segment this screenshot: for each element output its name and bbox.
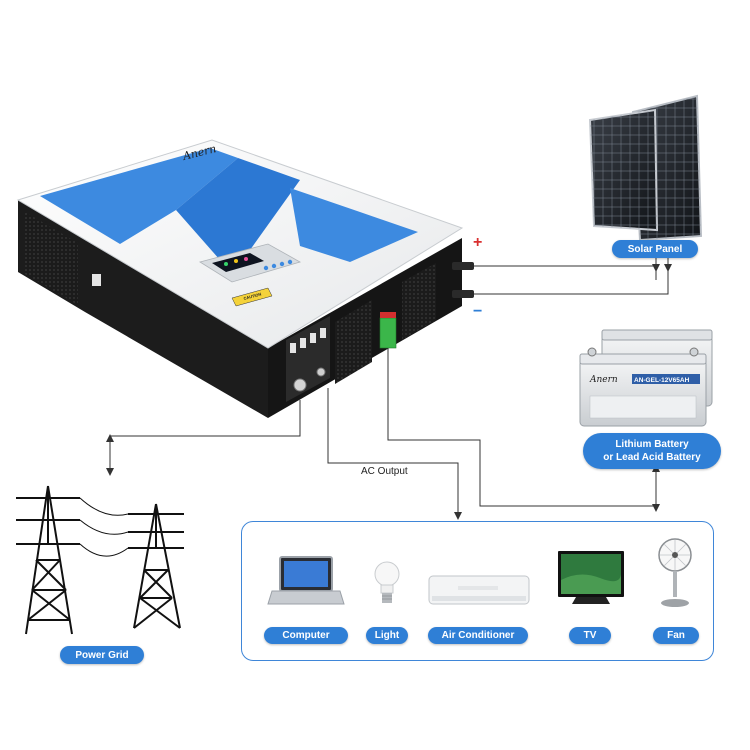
- battery-terminal-red: [380, 312, 396, 318]
- minus-sign: −: [473, 303, 482, 320]
- appliance-label-tv: TV: [569, 627, 611, 644]
- side-vent: [25, 212, 78, 305]
- battery-model-strip: [632, 374, 700, 384]
- control-buttons: [263, 259, 293, 271]
- appliance-label-air-conditioner: Air Conditioner: [428, 627, 528, 644]
- battery-front-lid: [579, 353, 707, 365]
- battery-label-line2: or Lead Acid Battery: [603, 452, 701, 463]
- blue-stripe-mid: [176, 158, 300, 260]
- battery-label-area: [589, 395, 697, 419]
- ac-output-line: [327, 388, 459, 514]
- side-label: [92, 274, 101, 286]
- appliance-label-light: Light: [366, 627, 408, 644]
- battery-brand-text: Anern: [589, 375, 618, 385]
- blue-stripe-left: [40, 148, 238, 244]
- terminal-2: [300, 338, 306, 348]
- terminal-3: [310, 333, 316, 343]
- control-button-1[interactable]: [263, 265, 269, 271]
- inverter-left-side: [18, 200, 268, 418]
- solar-panels-illustration: [588, 94, 703, 242]
- battery-terminal-left: [587, 347, 597, 357]
- reset-knob[interactable]: [316, 367, 326, 377]
- power-grid-label: Power Grid: [60, 646, 144, 664]
- tv-icon: [558, 551, 624, 604]
- appliance-illustrations: [267, 538, 692, 607]
- power-lines: [79, 497, 129, 557]
- power-tower-left: [16, 485, 80, 635]
- lcd-indicator-pink: [244, 257, 248, 261]
- terminal-screws: [290, 328, 326, 353]
- appliance-label-tv-text: TV: [583, 630, 597, 641]
- battery-terminal-right: [689, 347, 699, 357]
- solar-panel-front-cells: [590, 110, 657, 230]
- control-button-4[interactable]: [287, 259, 293, 265]
- laptop-icon: [267, 556, 345, 605]
- control-button-2[interactable]: [271, 263, 277, 269]
- appliance-label-computer: Computer: [264, 627, 348, 644]
- pv-connector-positive: [452, 262, 474, 270]
- appliance-label-computer-text: Computer: [282, 630, 330, 641]
- terminal-1: [290, 343, 296, 353]
- appliance-label-light-text: Light: [374, 630, 400, 641]
- solar-panel-label: Solar Panel: [612, 240, 698, 258]
- power-tower-right: [128, 503, 184, 629]
- control-button-3[interactable]: [279, 261, 285, 267]
- light-bulb-icon: [374, 561, 400, 603]
- terminal-4: [320, 328, 326, 338]
- appliance-label-fan: Fan: [653, 627, 699, 644]
- inverter: Anern CAUTION: [16, 139, 474, 418]
- lcd-indicator-yellow: [234, 259, 238, 263]
- front-vent-left: [335, 300, 372, 384]
- power-grid-towers: [16, 485, 184, 635]
- lcd-indicator-green: [224, 262, 228, 266]
- caution-sticker: [231, 287, 273, 307]
- plus-sign: +: [473, 234, 482, 251]
- power-grid-label-text: Power Grid: [75, 649, 129, 661]
- battery-back-lid: [601, 329, 713, 341]
- appliances-container: [241, 521, 714, 661]
- appliance-label-air-conditioner-text: Air Conditioner: [441, 630, 515, 641]
- solar-panel-label-text: Solar Panel: [627, 243, 683, 255]
- battery-label-line1: Lithium Battery: [615, 439, 689, 450]
- battery-terminal-green: [379, 317, 397, 349]
- solar-positive-line: [474, 265, 657, 280]
- battery-label: Lithium Battery or Lead Acid Battery: [583, 433, 721, 469]
- battery-model-text: AN-GEL-12V65AH: [634, 377, 690, 384]
- pv-connector-negative: [452, 290, 474, 298]
- lcd-screen: [212, 253, 264, 272]
- solar-negative-line: [474, 266, 669, 295]
- blue-stripe-right: [290, 188, 418, 262]
- power-switch[interactable]: [293, 378, 307, 392]
- ac-output-label: AC Output: [361, 466, 408, 477]
- fan-icon: [658, 538, 692, 607]
- air-conditioner-icon: [428, 575, 530, 605]
- front-vent-right: [402, 263, 436, 340]
- batteries-illustration: Anern AN-GEL-12V65AH: [579, 329, 713, 427]
- appliance-label-fan-text: Fan: [667, 630, 685, 641]
- caution-text: CAUTION: [243, 291, 262, 301]
